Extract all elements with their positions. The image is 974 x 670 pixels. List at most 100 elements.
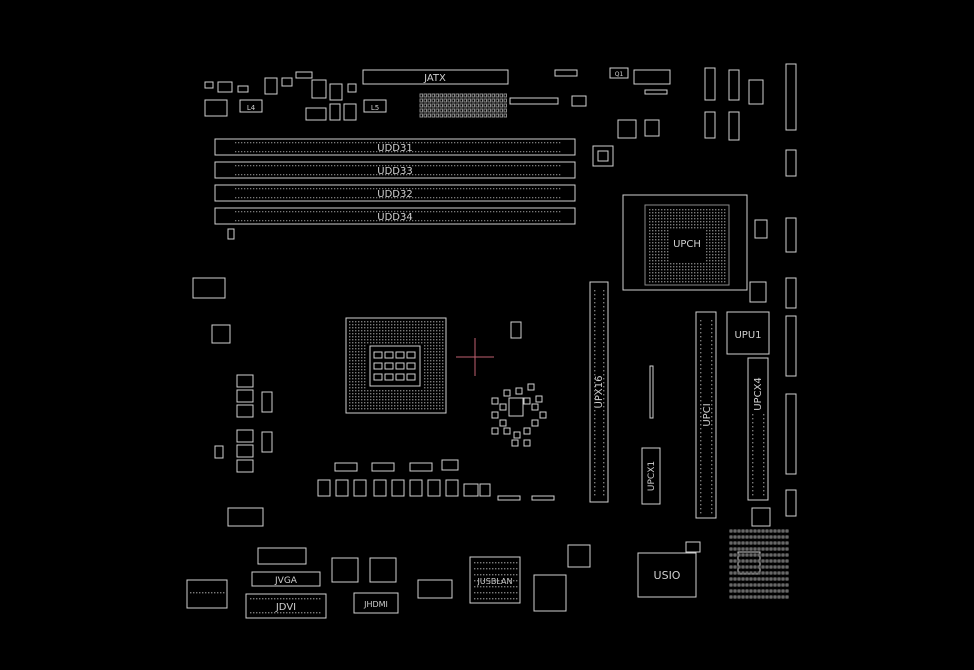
cpu-pin — [349, 375, 351, 377]
slot-pin — [700, 348, 702, 350]
usio-chip[interactable]: USIO — [637, 552, 697, 598]
cpu-pin — [415, 393, 417, 395]
cpu-pin — [376, 336, 378, 338]
dimm-pin — [487, 151, 489, 153]
cpu-socket[interactable] — [345, 317, 447, 414]
dimm-pin — [283, 220, 285, 222]
pch-ball — [649, 221, 651, 223]
io-pin — [733, 571, 737, 575]
cpu-pin — [412, 399, 414, 401]
cpu-pin — [367, 342, 369, 344]
dimm-pin — [286, 188, 288, 190]
slot-pin — [603, 358, 605, 360]
slot-pin — [700, 496, 702, 498]
dimm-pin — [532, 142, 534, 144]
dimm-pin — [331, 197, 333, 199]
pch-ball — [691, 224, 693, 226]
dimm-pin — [412, 211, 414, 213]
dimm-pin — [310, 220, 312, 222]
dimm-udd32[interactable]: UDD32 — [214, 184, 576, 202]
io-pin — [749, 595, 753, 599]
dimm-pin — [256, 142, 258, 144]
io-pin — [753, 541, 757, 545]
cpu-pin — [352, 321, 354, 323]
jhdmi-connector[interactable]: JHDMI — [353, 592, 399, 614]
cpu-pin — [385, 324, 387, 326]
dimm-pin — [517, 142, 519, 144]
cpu-pin — [433, 393, 435, 395]
dimm-pin — [265, 165, 267, 167]
dimm-pin — [484, 211, 486, 213]
dimm-pin — [337, 151, 339, 153]
pch-ball — [712, 218, 714, 220]
cpu-pin — [442, 333, 444, 335]
dimm-pin — [421, 211, 423, 213]
cpu-pin — [415, 405, 417, 407]
dimm-pin — [286, 220, 288, 222]
slot-pin — [700, 464, 702, 466]
slot-pin — [594, 494, 596, 496]
top-pin — [467, 103, 471, 108]
dimm-udd31[interactable]: UDD31 — [214, 138, 576, 156]
pch-ball — [658, 278, 660, 280]
jvga-connector[interactable]: JVGA — [251, 571, 321, 587]
dimm-pin — [367, 142, 369, 144]
dimm-pin — [526, 211, 528, 213]
pcie-x4-slot[interactable]: UPCX4 — [747, 357, 769, 501]
vrm-cap — [531, 419, 539, 427]
pch-ball — [694, 269, 696, 271]
cpu-pin — [388, 405, 390, 407]
slot-pin — [594, 454, 596, 456]
cpu-pin — [436, 351, 438, 353]
jdvi-connector[interactable]: JDVI — [245, 593, 327, 619]
pch-ball — [715, 227, 717, 229]
top-pin — [483, 103, 487, 108]
dimm-pin — [343, 142, 345, 144]
io-pin — [498, 592, 500, 594]
cpu-pin — [349, 372, 351, 374]
dimm-pin — [385, 142, 387, 144]
cpu-pin — [394, 390, 396, 392]
io-pin — [277, 612, 279, 614]
cpu-pin — [361, 348, 363, 350]
pch-ball — [715, 224, 717, 226]
dimm-pin — [484, 197, 486, 199]
cpu-pin — [358, 387, 360, 389]
dimm-pin — [355, 211, 357, 213]
slot-pin — [700, 424, 702, 426]
cpu-pin — [349, 402, 351, 404]
pcie-x1-slot[interactable]: UPCX1 — [641, 447, 661, 505]
dimm-pin — [526, 151, 528, 153]
pch-ball — [712, 242, 714, 244]
cpu-pin — [385, 321, 387, 323]
io-pin — [489, 586, 491, 588]
slot-pin — [752, 450, 754, 452]
dimm-pin — [478, 142, 480, 144]
dimm-pin — [304, 151, 306, 153]
dimm-udd34[interactable]: UDD34 — [214, 207, 576, 225]
pch-ball — [661, 209, 663, 211]
pch-chip[interactable]: UPCH — [622, 194, 748, 291]
cpu-pin — [352, 333, 354, 335]
dimm-pin — [472, 197, 474, 199]
pcie-x16-slot[interactable]: UPX16 — [589, 281, 609, 503]
cpu-pin — [349, 339, 351, 341]
dimm-pin — [529, 211, 531, 213]
slot-pin — [752, 474, 754, 476]
jatx-connector[interactable]: JATX — [362, 69, 509, 85]
slot-pin — [594, 382, 596, 384]
io-pin — [292, 612, 294, 614]
pci-slot[interactable]: UPCI — [695, 311, 717, 519]
pch-ball — [682, 266, 684, 268]
pch-ball — [670, 215, 672, 217]
pch-ball — [688, 263, 690, 265]
cpu-pin — [418, 336, 420, 338]
cpu-pin — [376, 393, 378, 395]
upu1-chip[interactable]: UPU1 — [726, 311, 770, 355]
dimm-udd33[interactable]: UDD33 — [214, 161, 576, 179]
cpu-pin — [427, 357, 429, 359]
dimm-pin — [547, 142, 549, 144]
dimm-pin — [304, 142, 306, 144]
jusblan-connector[interactable]: JUSBLAN — [469, 556, 521, 604]
